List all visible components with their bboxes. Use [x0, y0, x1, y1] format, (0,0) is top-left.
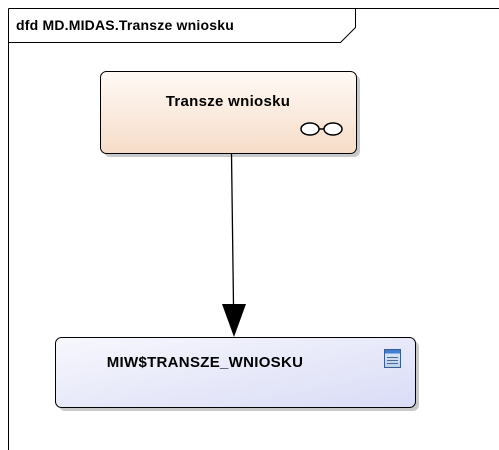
frame-label-tab [8, 8, 356, 43]
process-node-label: Transze wniosku [165, 93, 291, 110]
diagram-frame-label: dfd MD.MIDAS.Transze wniosku [16, 17, 234, 33]
process-node[interactable] [100, 71, 357, 154]
data-flow-arrow[interactable] [222, 153, 246, 337]
data-store-node[interactable] [55, 337, 416, 408]
process-link-icon [300, 122, 343, 136]
table-icon [384, 349, 401, 368]
frame-border [8, 8, 499, 450]
data-store-label: MIW$TRANSZE_WNIOSKU [106, 354, 304, 371]
